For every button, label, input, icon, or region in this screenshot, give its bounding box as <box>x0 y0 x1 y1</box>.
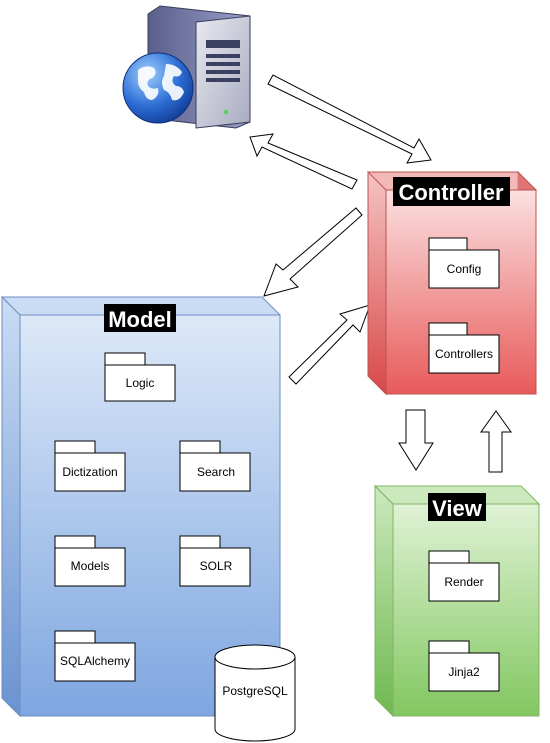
package-solr-label: SOLR <box>200 559 233 573</box>
view-title-bg <box>428 493 486 521</box>
arrow-controller-to-model <box>263 207 363 297</box>
package-sqlalchemy: SQLAlchemy <box>54 630 136 682</box>
package-config: Config <box>428 237 500 289</box>
arrow-controller-to-view <box>398 409 434 471</box>
postgresql-database-icon: PostgreSQL <box>214 644 296 742</box>
package-logic: Logic <box>104 352 176 402</box>
package-solr: SOLR <box>179 535 251 587</box>
package-models: Models <box>54 535 126 587</box>
package-logic-label: Logic <box>126 376 155 390</box>
package-dictization-label: Dictization <box>62 465 117 479</box>
package-controllers-label: Controllers <box>435 347 493 361</box>
package-jinja2: Jinja2 <box>428 640 500 692</box>
arrows <box>249 74 512 473</box>
package-config-label: Config <box>447 262 482 276</box>
package-dictization: Dictization <box>54 440 126 492</box>
arrow-view-to-controller <box>480 410 512 473</box>
package-render-label: Render <box>444 575 483 589</box>
view-title: View <box>432 496 483 521</box>
arrow-server-to-controller <box>267 74 432 164</box>
controller-node: Controller Config Controllers <box>366 170 538 396</box>
package-jinja2-label: Jinja2 <box>448 665 480 679</box>
model-title-bg <box>104 304 176 332</box>
package-controllers: Controllers <box>428 322 500 374</box>
package-search-label: Search <box>197 465 235 479</box>
model-title: Model <box>108 307 172 332</box>
controller-title-bg <box>393 177 510 206</box>
package-render: Render <box>428 550 500 602</box>
package-search: Search <box>179 440 251 492</box>
arrow-controller-to-server <box>249 133 358 190</box>
package-sqlalchemy-label: SQLAlchemy <box>60 654 130 668</box>
controller-title: Controller <box>398 180 504 205</box>
database-label: PostgreSQL <box>222 684 288 698</box>
web-server-globe-icon <box>122 5 251 129</box>
model-node: Model Logic Dictization Search Models SO… <box>0 295 296 742</box>
package-models-label: Models <box>71 559 110 573</box>
view-node: View Render Jinja2 <box>373 484 541 718</box>
arrow-model-to-controller <box>288 304 371 385</box>
